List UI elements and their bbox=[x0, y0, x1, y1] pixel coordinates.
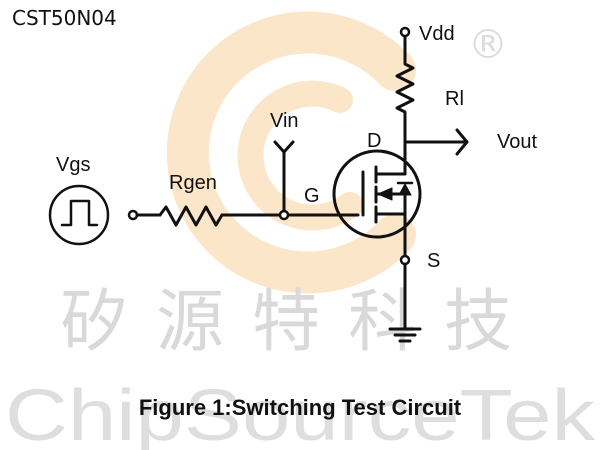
vgs-label: Vgs bbox=[56, 154, 90, 176]
vdd-label: Vdd bbox=[419, 23, 455, 45]
antenna-terminal-icon bbox=[273, 140, 295, 154]
vin-label: Vin bbox=[270, 110, 299, 132]
circuit-labels: Vdd Rl Vout Vin D G S Vgs Rgen bbox=[56, 23, 537, 272]
part-number-title: CST50N04 bbox=[12, 6, 117, 30]
vdd-terminal bbox=[399, 26, 411, 38]
rgen-label: Rgen bbox=[169, 172, 217, 194]
watermark: ® 矽源特科技 ChipSourceTek bbox=[5, 11, 596, 450]
vout-antenna-terminal-icon bbox=[455, 128, 469, 156]
pulse-source-icon bbox=[48, 184, 110, 246]
ground-icon bbox=[388, 327, 422, 343]
load-resistor-icon bbox=[395, 34, 415, 120]
figure-caption: Figure 1:Switching Test Circuit bbox=[138, 395, 462, 420]
vout-label: Vout bbox=[497, 131, 537, 153]
watermark-chinese-text: 矽源特科技 bbox=[60, 283, 540, 362]
nmos-transistor-icon bbox=[332, 149, 422, 239]
watermark-registered-mark: ® bbox=[468, 22, 508, 68]
circuit bbox=[48, 26, 469, 343]
gate-label: G bbox=[304, 185, 320, 207]
source-label: S bbox=[427, 250, 440, 272]
watermark-english-text: ChipSourceTek bbox=[5, 376, 596, 450]
drain-label: D bbox=[367, 130, 381, 152]
rl-label: Rl bbox=[445, 88, 464, 110]
resistor-icon bbox=[158, 205, 224, 227]
watermark-logo bbox=[166, 11, 416, 294]
